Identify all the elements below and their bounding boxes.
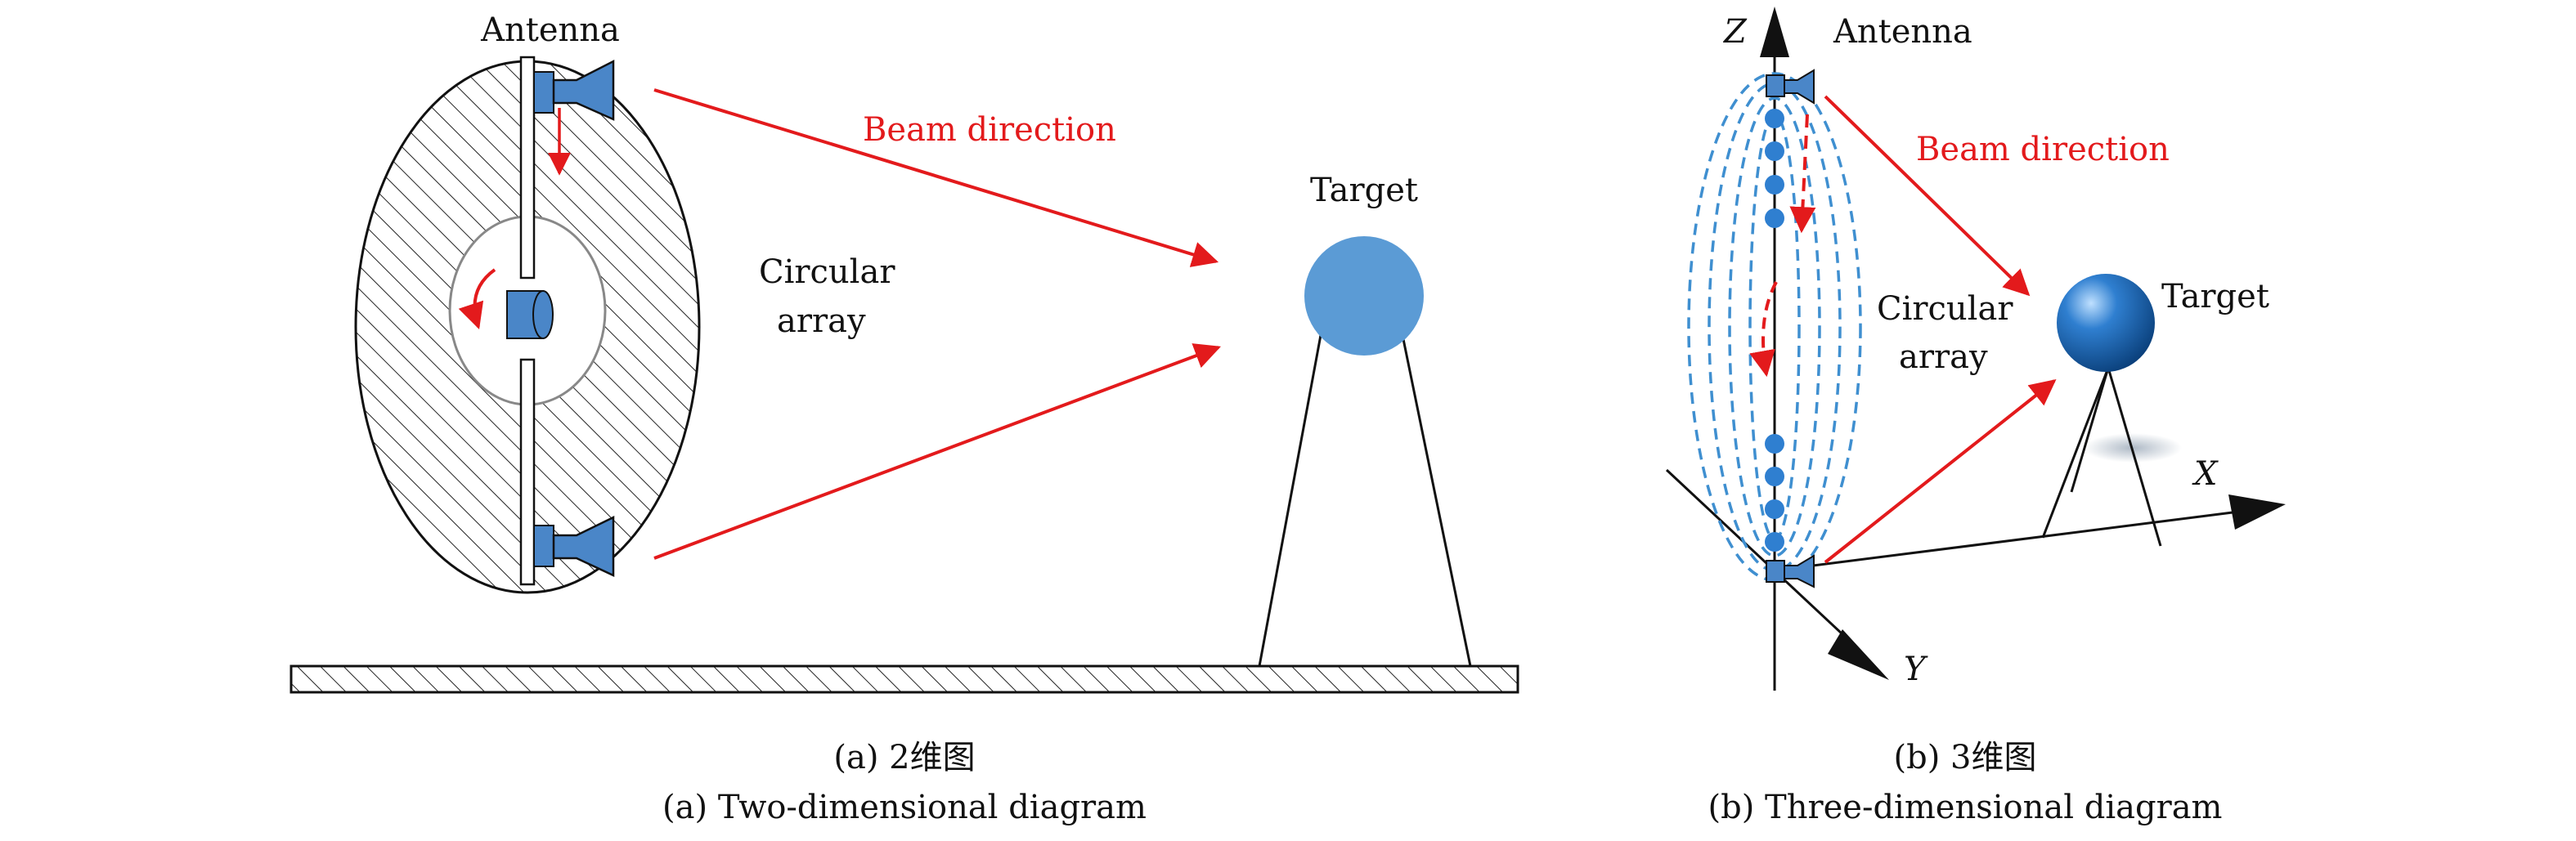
sphere-target-icon — [2057, 274, 2155, 372]
circular-array-label: array — [1899, 338, 1988, 376]
caption-a-line2: (a) Two-dimensional diagram — [662, 789, 1147, 826]
beam-direction-label: Beam direction — [863, 111, 1116, 149]
ground-plate — [289, 664, 1519, 694]
beam-line-upper — [1824, 95, 2031, 297]
scan-arrow — [1789, 114, 1816, 234]
rotation-arrow — [1749, 281, 1778, 378]
circular-array-label: array — [777, 302, 866, 340]
target-stand-leg — [1401, 334, 1472, 667]
caption-b-line2: (b) Three-dimensional diagram — [1708, 789, 2223, 826]
horn-antenna-icon — [1766, 69, 1815, 105]
y-axis — [1665, 468, 1856, 647]
target-stand-leg — [2070, 367, 2110, 493]
caption-b-line1: (b) 3维图 — [1894, 739, 2037, 776]
target-stand-leg — [2041, 367, 2110, 539]
x-axis — [1774, 511, 2233, 572]
target-label: Target — [2161, 278, 2269, 315]
array-nodes — [1765, 109, 1784, 552]
sphere-target-icon — [1304, 236, 1424, 356]
panel-a: Antenna Beam direction Target Circular a… — [289, 11, 1519, 826]
z-axis-label: Z — [1722, 13, 1748, 51]
panel-b: Z X Y — [1665, 7, 2286, 826]
target-stand-leg — [2107, 367, 2162, 547]
beam-line-lower — [653, 343, 1221, 560]
circular-array-label: Circular — [759, 253, 895, 291]
target-stand-leg — [1258, 334, 1322, 667]
rotation-arrow — [458, 268, 496, 330]
caption-a-line1: (a) 2维图 — [833, 739, 975, 776]
rotor-icon — [506, 290, 554, 339]
circular-array-label: Circular — [1877, 290, 2013, 328]
beam-line-upper — [653, 88, 1219, 267]
upper-rail — [519, 56, 536, 280]
horn-antenna-icon — [533, 59, 615, 121]
beam-line-lower — [1824, 379, 2057, 564]
horn-antenna-icon — [1766, 554, 1815, 588]
y-axis-label: Y — [1904, 651, 1928, 688]
beam-direction-label: Beam direction — [1916, 131, 2170, 168]
antenna-label: Antenna — [480, 11, 620, 49]
lower-rail — [519, 358, 536, 586]
target-label: Target — [1310, 172, 1418, 209]
x-axis-arrowhead — [2228, 494, 2286, 530]
z-axis-arrowhead — [1760, 7, 1789, 57]
y-axis-arrowhead — [1828, 629, 1889, 680]
antenna-label: Antenna — [1833, 13, 1972, 51]
x-axis-label: X — [2192, 455, 2219, 493]
horn-antenna-icon — [533, 515, 615, 577]
